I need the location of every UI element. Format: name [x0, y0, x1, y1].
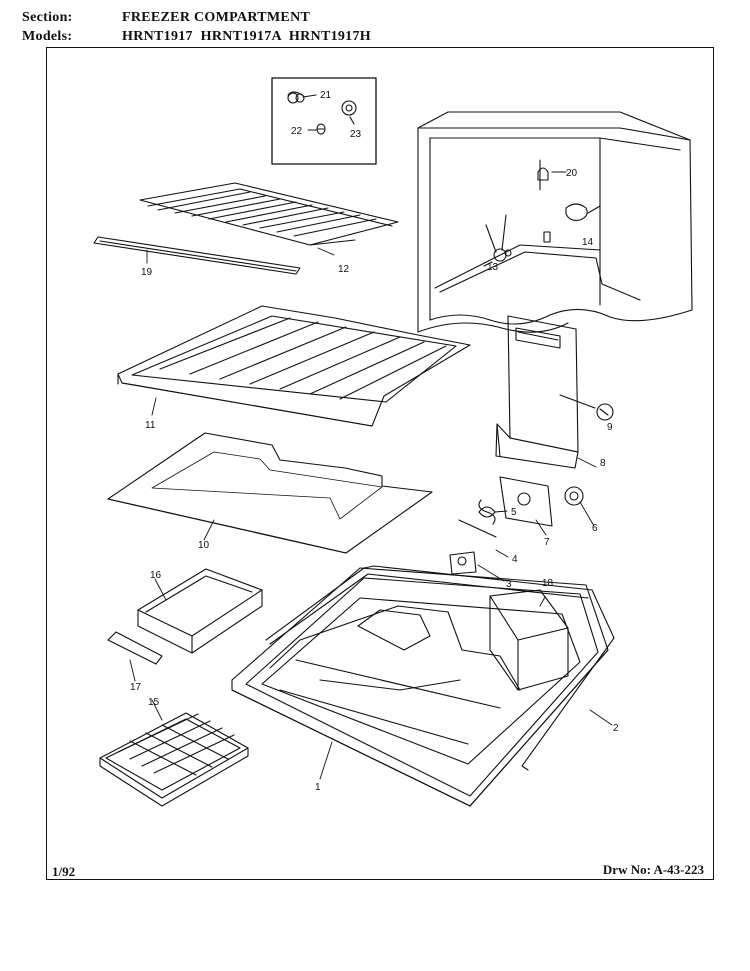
callout-23: 23	[350, 129, 362, 140]
fan-motor-3	[449, 551, 477, 575]
fan-blade-5	[478, 499, 496, 525]
part-20-light-socket	[537, 167, 549, 181]
ice-tray-15	[99, 712, 249, 807]
shelf-11	[117, 305, 471, 427]
models-list: HRNT1917 HRNT1917A HRNT1917H	[122, 29, 371, 44]
callout-15: 15	[148, 697, 160, 708]
callout-labels: 21 22 23 20 14 13 12 19 11 9 8 6 7 5 4 3…	[130, 90, 619, 793]
section-title: FREEZER COMPARTMENT	[122, 10, 311, 25]
bracket-17	[107, 631, 163, 665]
part-22-screw	[316, 123, 326, 135]
callout-20: 20	[566, 168, 578, 179]
callout-16: 16	[150, 570, 162, 581]
part-23-grommet	[341, 100, 357, 116]
callout-7: 7	[544, 537, 550, 548]
callout-1: 1	[315, 782, 321, 793]
shelf-rail-19	[93, 236, 301, 275]
freezer-cabinet	[417, 111, 693, 333]
callout-9: 9	[607, 422, 613, 433]
part-14-thermostat	[565, 203, 588, 221]
callout-21: 21	[320, 90, 332, 101]
callout-2: 2	[613, 723, 619, 734]
baffle-18	[489, 589, 569, 691]
callout-11: 11	[145, 420, 156, 431]
hardware-inset	[271, 77, 377, 165]
callout-14: 14	[582, 237, 594, 248]
section-header: Section: FREEZER COMPARTMENT	[22, 10, 310, 26]
callout-19: 19	[141, 267, 153, 278]
callout-6: 6	[592, 523, 598, 534]
callout-8: 8	[600, 458, 606, 469]
models-label: Models:	[22, 29, 73, 44]
part-21-clip	[287, 91, 305, 104]
cover-panel-10	[107, 432, 433, 554]
part-9-screw	[596, 403, 614, 421]
part-13-damper	[493, 248, 512, 262]
callout-13: 13	[487, 262, 499, 273]
models-header: Models: HRNT1917 HRNT1917A HRNT1917H	[22, 29, 371, 45]
freezer-floor-1	[231, 567, 609, 807]
evaporator-cover-8	[495, 315, 614, 469]
drawing-number: Drw No: A-43-223	[602, 862, 704, 877]
fan-bracket-7	[499, 476, 553, 527]
callout-3: 3	[506, 579, 512, 590]
wire-shelf-12	[139, 182, 399, 246]
leader-lines	[129, 247, 613, 780]
trim-2	[265, 565, 615, 771]
section-label: Section:	[22, 10, 73, 25]
grommet-6	[564, 486, 584, 506]
callout-10: 10	[198, 540, 210, 551]
callout-12: 12	[338, 264, 350, 275]
callout-22: 22	[291, 126, 303, 137]
callout-5: 5	[511, 507, 517, 518]
screw-4	[458, 519, 497, 538]
revision-date: 1/92	[52, 864, 76, 879]
diagram-frame	[46, 47, 714, 880]
callout-4: 4	[512, 554, 518, 565]
callout-17: 17	[130, 682, 142, 693]
callout-18: 18	[542, 578, 554, 589]
